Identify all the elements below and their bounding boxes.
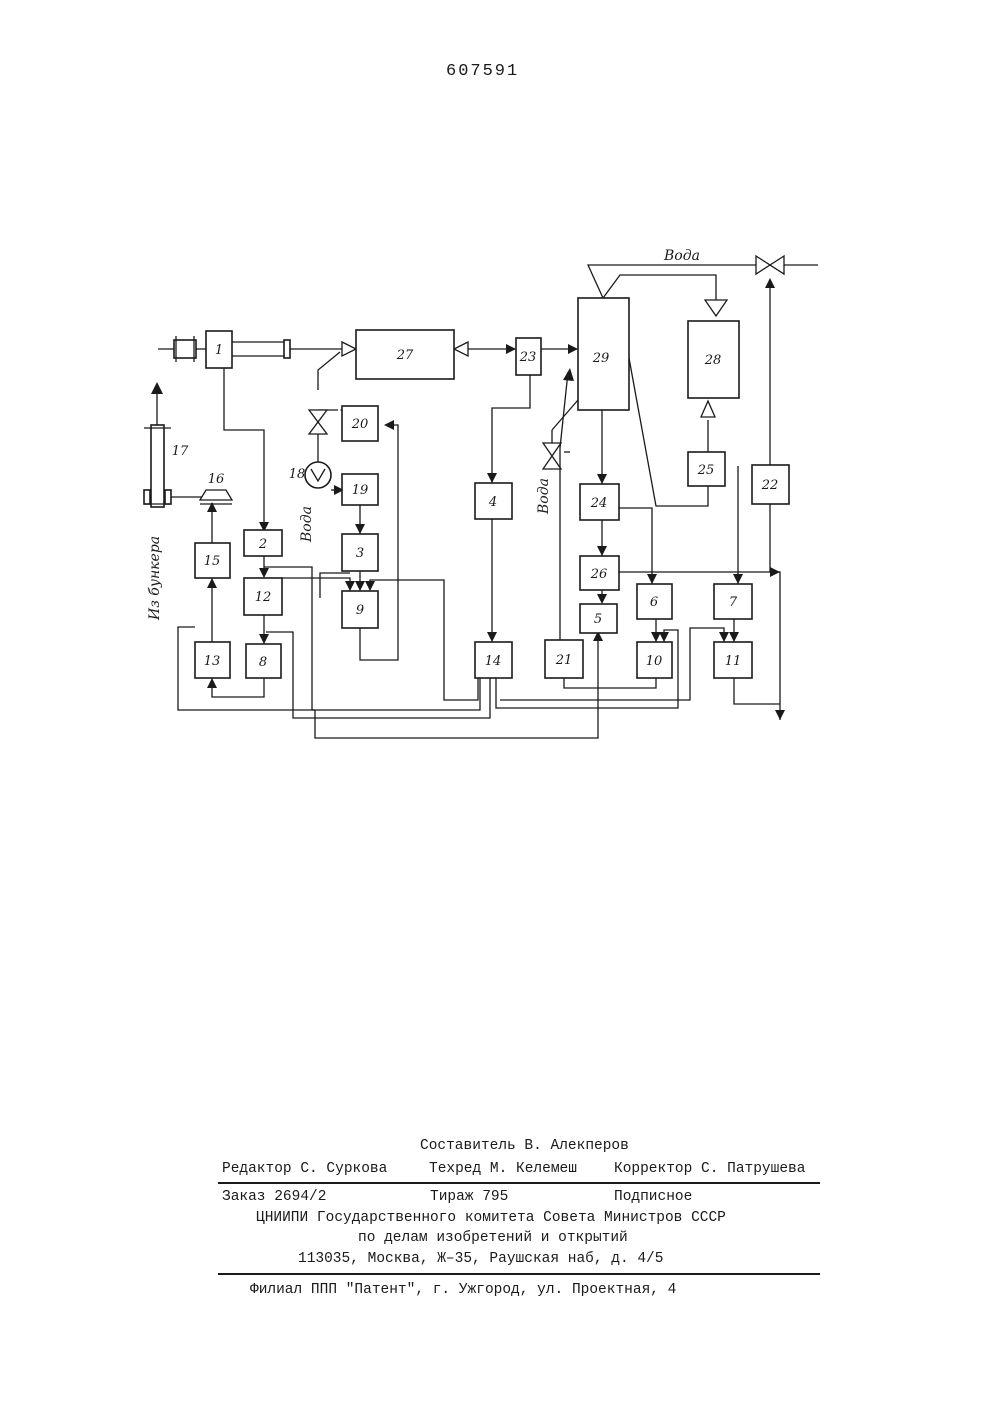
block-label-13: 13 bbox=[204, 654, 221, 669]
block-label-26: 26 bbox=[590, 567, 608, 582]
imprint-address: 113035, Москва, Ж–35, Раушская наб, д. 4… bbox=[298, 1251, 663, 1267]
water-label-pump: Вода bbox=[299, 506, 315, 543]
block-label-9: 9 bbox=[356, 603, 364, 618]
block-label-15: 15 bbox=[204, 554, 221, 569]
block-label-14: 14 bbox=[485, 654, 502, 669]
from-bunker-label: Из бункера bbox=[147, 536, 163, 621]
imprint-editor: Редактор С. Суркова bbox=[222, 1161, 387, 1177]
imprint-order: Заказ 2694/2 bbox=[222, 1189, 326, 1205]
block-label-11: 11 bbox=[725, 654, 742, 669]
imprint-rule-bottom bbox=[218, 1273, 820, 1275]
imprint-run: Тираж 795 bbox=[430, 1189, 508, 1205]
block-label-22: 22 bbox=[761, 478, 779, 493]
block-label-25: 25 bbox=[697, 463, 715, 478]
block-diagram: 1 2 3 4 5 6 7 8 9 10 11 12 13 14 15 16 1… bbox=[0, 0, 1000, 800]
block-label-17: 17 bbox=[172, 444, 189, 459]
block-label-3: 3 bbox=[356, 546, 364, 561]
block-label-28: 28 bbox=[704, 353, 722, 368]
block-label-23: 23 bbox=[519, 350, 537, 365]
imprint-branch: Филиал ППП "Патент", г. Ужгород, ул. Про… bbox=[250, 1282, 676, 1298]
imprint-subscription: Подписное bbox=[614, 1189, 692, 1205]
block-label-12: 12 bbox=[255, 590, 272, 605]
block-label-5: 5 bbox=[594, 612, 602, 627]
imprint-corrector: Корректор С. Патрушева bbox=[614, 1161, 805, 1177]
block-label-18: 18 bbox=[289, 467, 306, 482]
imprint-org-line2: по делам изобретений и открытий bbox=[358, 1230, 628, 1246]
block-label-29: 29 bbox=[592, 351, 610, 366]
block-label-21: 21 bbox=[555, 653, 573, 668]
imprint-rule-top bbox=[218, 1182, 820, 1184]
water-label-top: Вода bbox=[663, 248, 700, 264]
block-label-1: 1 bbox=[215, 343, 223, 358]
block-label-20: 20 bbox=[351, 417, 369, 432]
block-label-27: 27 bbox=[396, 348, 414, 363]
block-label-24: 24 bbox=[590, 496, 608, 511]
water-label-29: Вода bbox=[536, 478, 552, 515]
imprint-org-line1: ЦНИИПИ Государственного комитета Совета … bbox=[256, 1210, 726, 1226]
block-label-10: 10 bbox=[646, 654, 663, 669]
block-label-4: 4 bbox=[488, 495, 497, 510]
imprint-techred: Техред М. Келемеш bbox=[429, 1161, 577, 1177]
block-label-7: 7 bbox=[729, 595, 738, 610]
block-label-2: 2 bbox=[258, 537, 267, 552]
block-label-8: 8 bbox=[259, 655, 267, 670]
conveyor-line bbox=[158, 336, 356, 362]
block-label-19: 19 bbox=[352, 483, 369, 498]
block-label-16: 16 bbox=[208, 472, 225, 487]
block-label-6: 6 bbox=[650, 595, 658, 610]
imprint-compiler: Составитель В. Алекперов bbox=[420, 1138, 629, 1154]
